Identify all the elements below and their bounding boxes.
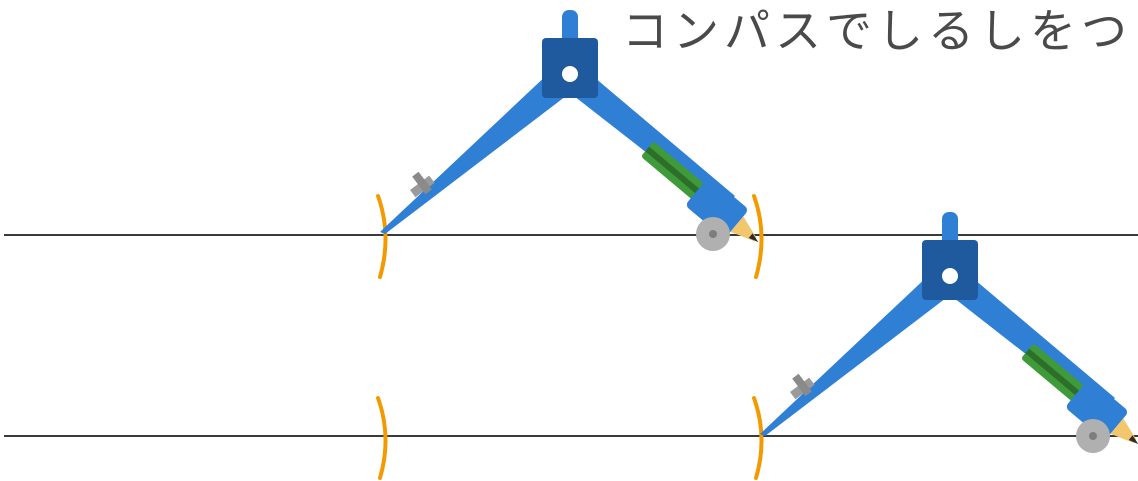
arc-mark-top-left — [376, 194, 388, 279]
arc-mark-bottom-left — [376, 396, 388, 480]
arc-mark-top-right — [752, 194, 764, 279]
arc-mark-bottom-right — [752, 396, 764, 480]
compass-icon — [760, 212, 1138, 459]
caption-text: コンパスでしるしをつ — [622, 4, 1132, 58]
